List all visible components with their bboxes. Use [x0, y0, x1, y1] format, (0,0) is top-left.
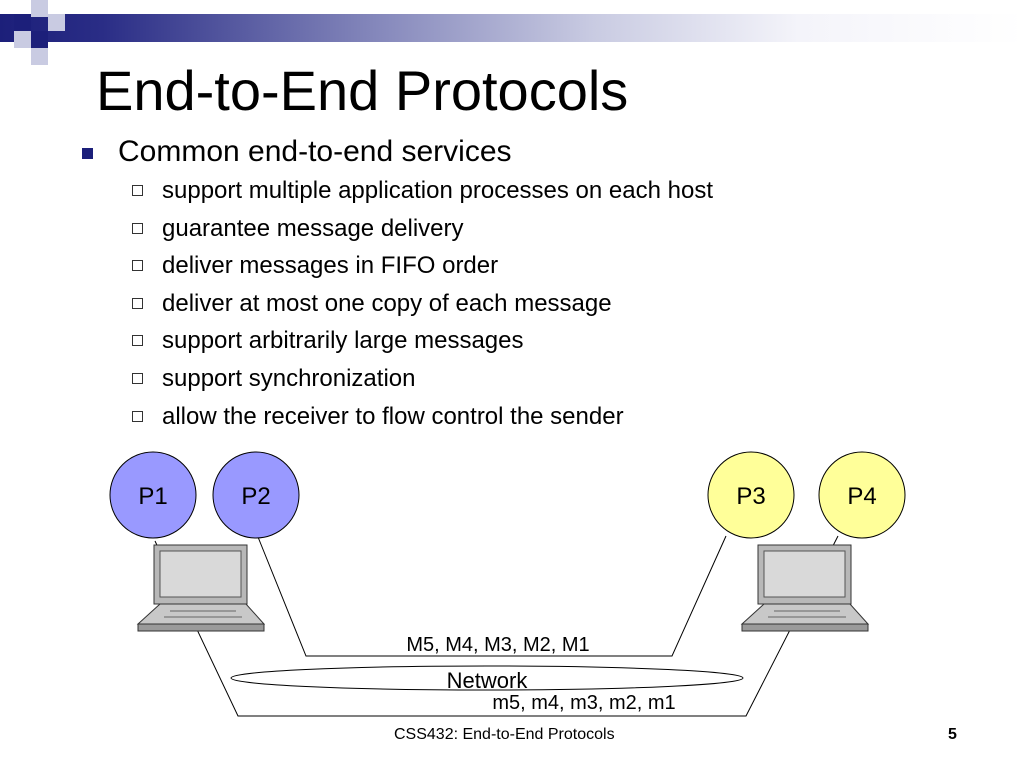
- process-p2: P2: [212, 451, 300, 539]
- decor-square: [31, 0, 48, 17]
- hollow-square-bullet-icon: [132, 222, 143, 234]
- network-label: Network: [447, 668, 529, 693]
- sub-bullet-text: support arbitrarily large messages: [162, 327, 524, 355]
- slide-number: 5: [948, 726, 957, 743]
- decor-square: [48, 14, 65, 31]
- hollow-square-bullet-icon: [132, 297, 143, 309]
- decor-square: [14, 31, 31, 48]
- hollow-square-bullet-icon: [132, 185, 143, 196]
- sub-bullet-text: support multiple application processes o…: [162, 177, 713, 204]
- left-laptop-icon: [136, 544, 266, 632]
- process-p3: P3: [707, 451, 795, 539]
- process-label: P1: [138, 483, 167, 510]
- sub-bullet-text: deliver messages in FIFO order: [162, 252, 499, 280]
- main-bullet-text: Common end-to-end services: [118, 135, 512, 168]
- network-ellipse: [230, 665, 744, 691]
- process-p1: P1: [109, 451, 197, 539]
- process-label: P2: [241, 483, 270, 510]
- hollow-square-bullet-icon: [132, 410, 143, 422]
- decor-square: [31, 48, 48, 65]
- upper-messages-label: M5, M4, M3, M2, M1: [406, 634, 589, 656]
- decor-square: [31, 31, 48, 48]
- square-bullet-icon: [82, 148, 93, 159]
- footer-text: CSS432: End-to-End Protocols: [394, 726, 615, 743]
- process-label: P3: [736, 483, 765, 510]
- hollow-square-bullet-icon: [132, 335, 143, 347]
- hollow-square-bullet-icon: [132, 372, 143, 384]
- sub-bullet-text: deliver at most one copy of each message: [162, 289, 612, 317]
- upper-message-path: [257, 535, 727, 657]
- sub-bullet-text: guarantee message delivery: [162, 214, 464, 242]
- sub-bullet-text: allow the receiver to flow control the s…: [162, 402, 624, 430]
- process-p4: P4: [818, 451, 906, 539]
- lower-messages-label: m5, m4, m3, m2, m1: [492, 692, 675, 714]
- header-gradient-band: [0, 14, 1024, 42]
- hollow-square-bullet-icon: [132, 260, 143, 272]
- process-label: P4: [847, 483, 876, 510]
- slide-title: End-to-End Protocols: [96, 59, 629, 122]
- right-laptop-icon: [740, 544, 870, 632]
- sub-bullet-text: support synchronization: [162, 364, 416, 392]
- decor-square: [14, 14, 31, 31]
